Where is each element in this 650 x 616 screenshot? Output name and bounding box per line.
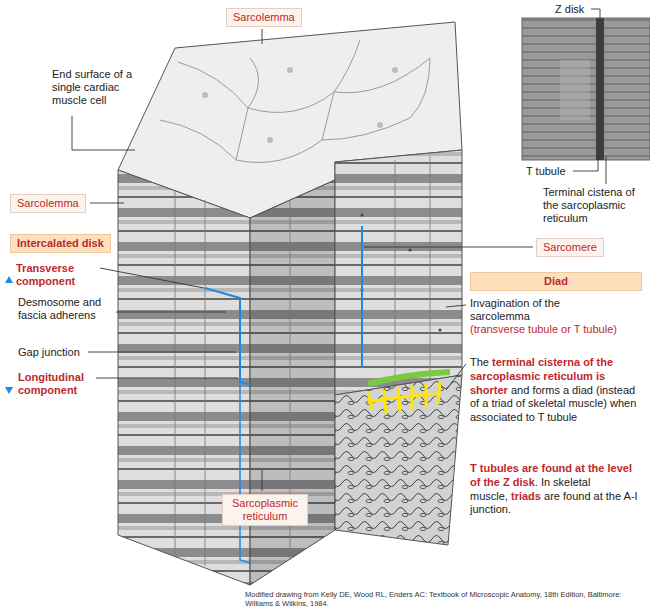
dot [202,92,208,98]
opening [361,214,364,217]
leader-line [446,305,466,307]
leader-line [606,156,607,184]
cell-outlines [160,40,430,163]
note-paragraph: Theterminal cisterna of the sarcoplasmic… [470,356,642,425]
intercalated-disk-line [205,288,252,385]
callout-label: Gap junction [18,346,80,359]
box-text: Intercalated disk [17,237,104,250]
cell-boundaries [175,156,430,566]
note-paragraph: T tubules are found at the level of the … [470,462,642,517]
callout-label: End surface of a single cardiac muscle c… [52,68,147,108]
label-box: Intercalated disk [10,234,111,253]
label-box: Sarcolemma [226,8,302,27]
callout-label: Terminal cistena of the sarcoplasmic ret… [543,186,647,226]
callout-label: Z disk [553,3,586,16]
longitudinal-line [240,382,250,563]
leader-line [96,378,238,379]
z-disk-band [596,18,604,160]
t-tubule-openings [361,214,442,332]
dot [287,67,293,73]
callout-label: (transverse tubule or T tubule) [470,323,620,336]
box-text: Sarcomere [543,241,597,254]
right-face [335,150,462,395]
dot [392,67,398,73]
label-box: Sarcoplasmic reticulum [222,494,308,526]
callout-label: Desmosome and fascia adherens [18,296,113,322]
box-text: Diad [477,275,635,288]
leader-line [90,203,124,204]
leader-line [100,268,204,288]
dot [267,137,273,143]
opening [439,329,442,332]
direction-arrow [5,387,13,394]
label-box: Sarcolemma [10,194,86,213]
callout-label: Longitudinal component [18,371,108,397]
terminal-cisterna [368,382,440,414]
t-tubule [368,372,450,384]
direction-arrow [5,276,13,283]
dot [377,122,383,128]
note-text: The [470,356,489,368]
leader-line [446,364,466,390]
leader-line [72,116,135,150]
leader-line [262,29,263,44]
leader-line [262,470,263,491]
leader-line [573,156,598,171]
box-text: Sarcolemma [233,11,295,24]
micrograph-inset [522,18,650,160]
callout-label: Transverse component [16,262,96,288]
myofibril-dots [202,67,398,143]
sarcomere-line [361,226,363,368]
box-text: Sarcoplasmic reticulum [229,497,301,523]
inset-patch [560,60,590,120]
box-text: Sarcolemma [17,197,79,210]
opening [409,249,412,252]
reticulum-cutaway [335,375,462,545]
leader-line [88,352,236,353]
callout-label: T tubule [526,165,566,178]
note-text: triads [511,490,541,502]
leader-line [591,9,600,22]
leader-line [116,312,226,313]
callout-label: Invagination of the sarcolemma [470,297,620,323]
source-caption: Modified drawing from Kelly DE, Wood RL,… [245,591,645,608]
leader-line [364,247,533,248]
label-box: Sarcomere [536,238,604,257]
label-box: Diad [470,272,642,291]
